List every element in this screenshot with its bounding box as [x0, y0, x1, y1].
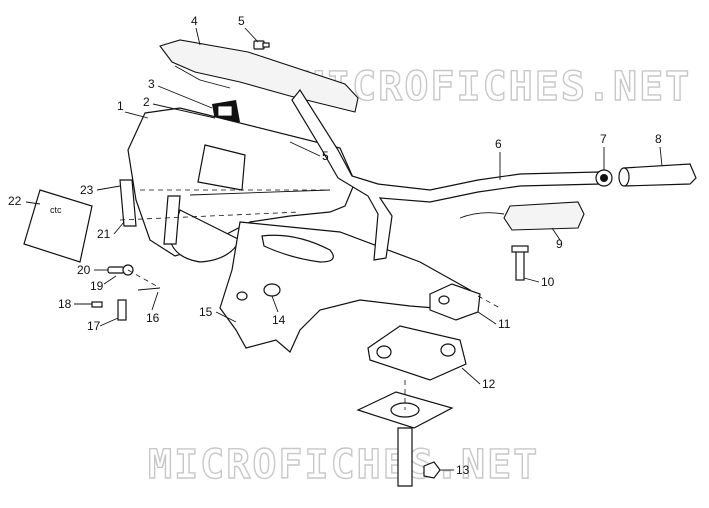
- callout-15: 15: [199, 305, 213, 319]
- callout-20: 20: [77, 263, 91, 277]
- callout-11: 11: [498, 317, 511, 331]
- part-decal: ctc: [23, 189, 93, 263]
- callout-22: 22: [8, 194, 22, 208]
- callout-18: 18: [58, 297, 72, 311]
- part-lower-clamp: [367, 325, 467, 381]
- callout-16: 16: [146, 311, 160, 325]
- part-lower-fairing: [219, 221, 471, 353]
- part-upper-clamp: [429, 283, 501, 321]
- callout-13: 13: [456, 463, 470, 477]
- decal-lettering: ctc: [50, 205, 62, 215]
- callout-23: 23: [80, 183, 94, 197]
- watermark-top: MICROFICHES.NET: [300, 64, 691, 110]
- callout-19: 19: [90, 279, 104, 293]
- part-handlebar: [291, 88, 601, 261]
- callout-21: 21: [97, 227, 111, 241]
- callout-10: 10: [541, 275, 555, 289]
- part-small-hardware: [91, 264, 161, 321]
- part-steering-post: [356, 380, 454, 487]
- callout-8: 8: [655, 132, 662, 146]
- callout-3: 3: [148, 77, 155, 91]
- callout-9: 9: [556, 237, 563, 251]
- callout-1: 1: [117, 99, 124, 113]
- callout-14: 14: [272, 313, 286, 327]
- part-bar-end: [595, 169, 613, 187]
- callout-12: 12: [482, 377, 496, 391]
- part-bushing: [236, 283, 281, 301]
- callout-2: 2: [143, 95, 150, 109]
- part-nut: [423, 461, 441, 479]
- part-screw-top: [253, 40, 270, 50]
- callout-7: 7: [600, 132, 607, 146]
- callout-17: 17: [87, 319, 101, 333]
- callout-5-top: 5: [238, 14, 245, 28]
- watermark-bottom: MICROFICHES.NET: [148, 442, 539, 488]
- callout-6: 6: [495, 137, 502, 151]
- callouts: 4 5 3 2 1 5 6 7 8 9 10 11 12 13 14 15 16: [8, 14, 663, 477]
- part-top-cover: [159, 39, 359, 113]
- part-brackets: [119, 179, 330, 245]
- part-bolt: [511, 245, 529, 281]
- part-grip-right: [618, 163, 697, 187]
- callout-5-middle: 5: [322, 149, 329, 163]
- part-throttle-grip: [459, 201, 585, 231]
- callout-4: 4: [191, 14, 198, 28]
